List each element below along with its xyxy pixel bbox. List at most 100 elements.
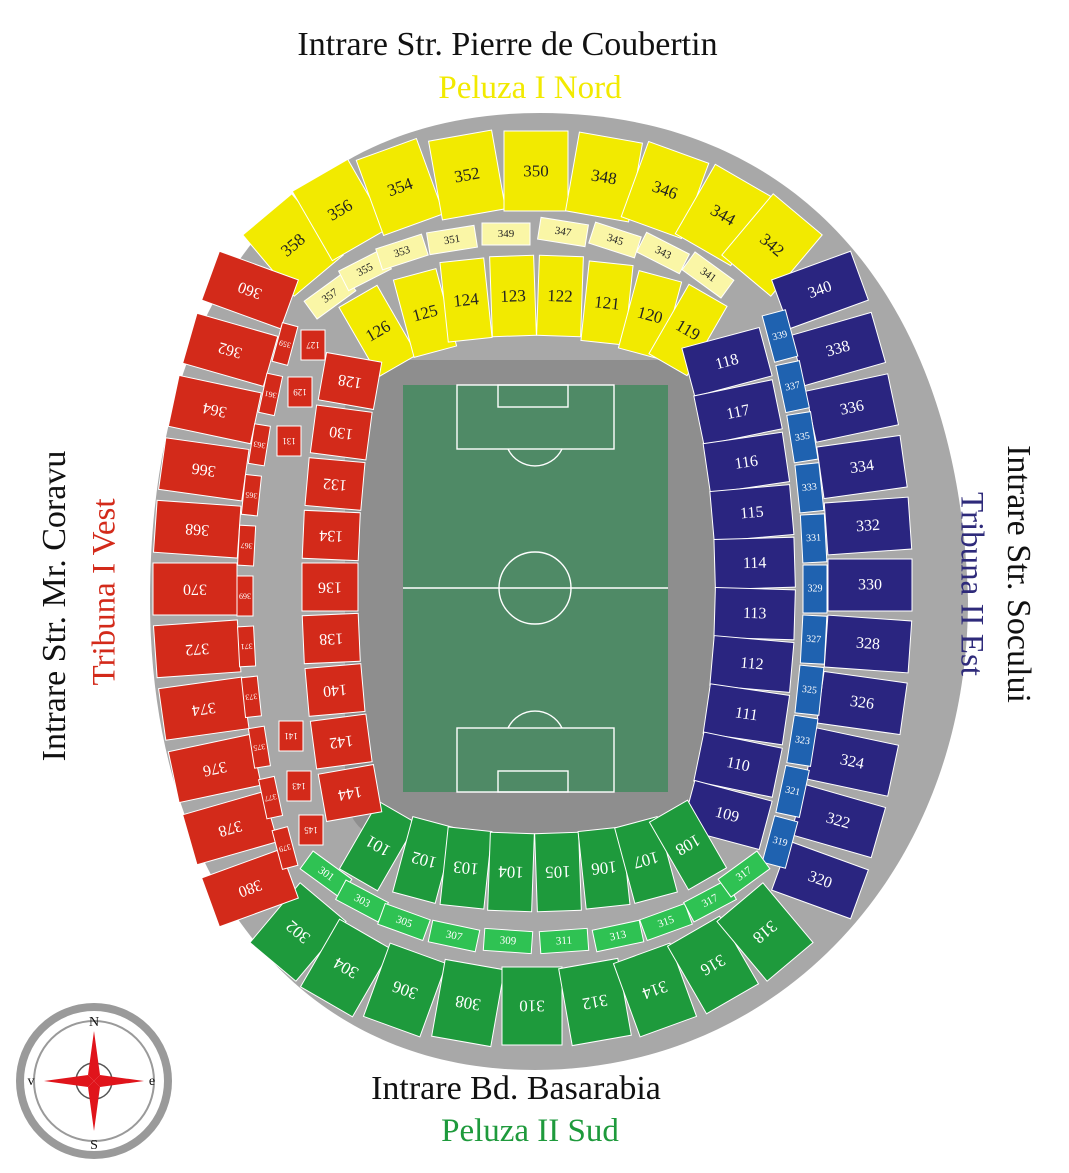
section-341[interactable]: 341 [681, 251, 735, 299]
section-360[interactable]: 360 [200, 250, 300, 330]
section-141[interactable]: 141 [278, 720, 304, 752]
section-143[interactable]: 143 [286, 770, 312, 802]
section-122[interactable]: 122 [536, 254, 584, 338]
section-337[interactable]: 337 [775, 360, 810, 414]
section-371[interactable]: 371 [237, 625, 257, 668]
section-379[interactable]: 379 [271, 825, 299, 871]
section-142[interactable]: 142 [309, 713, 373, 770]
section-112[interactable]: 112 [709, 635, 795, 693]
section-357[interactable]: 357 [303, 272, 357, 320]
section-350[interactable]: 350 [503, 130, 569, 212]
section-373[interactable]: 373 [240, 675, 262, 719]
section-311[interactable]: 311 [538, 927, 590, 955]
section-343[interactable]: 343 [635, 231, 691, 275]
section-369[interactable]: 369 [236, 575, 254, 617]
section-131[interactable]: 131 [276, 425, 302, 457]
section-339[interactable]: 339 [761, 309, 799, 363]
section-315[interactable]: 315 [639, 902, 693, 942]
section-136[interactable]: 136 [301, 562, 359, 612]
section-306[interactable]: 306 [362, 942, 448, 1038]
section-110[interactable]: 110 [693, 731, 783, 798]
section-317[interactable]: 317 [717, 850, 771, 898]
section-310[interactable]: 310 [501, 966, 563, 1046]
section-363[interactable]: 363 [247, 423, 272, 467]
section-326[interactable]: 326 [816, 670, 908, 736]
section-130[interactable]: 130 [309, 404, 373, 461]
section-319[interactable]: 319 [761, 815, 799, 869]
section-354[interactable]: 354 [355, 137, 445, 237]
section-301[interactable]: 301 [299, 850, 353, 898]
section-316[interactable]: 316 [666, 915, 760, 1015]
section-324[interactable]: 324 [804, 727, 900, 797]
section-118[interactable]: 118 [681, 326, 773, 398]
section-124[interactable]: 124 [439, 257, 493, 343]
section-367[interactable]: 367 [237, 524, 257, 567]
section-325[interactable]: 325 [794, 664, 825, 716]
section-345[interactable]: 345 [588, 221, 642, 259]
section-370[interactable]: 370 [152, 562, 238, 616]
section-330[interactable]: 330 [827, 558, 913, 612]
section-115[interactable]: 115 [709, 484, 795, 542]
section-352[interactable]: 352 [427, 129, 507, 221]
section-313[interactable]: 313 [591, 919, 645, 953]
section-323[interactable]: 323 [786, 714, 819, 767]
section-374[interactable]: 374 [158, 676, 250, 741]
section-335[interactable]: 335 [786, 411, 819, 464]
section-116[interactable]: 116 [702, 431, 791, 494]
section-125[interactable]: 125 [392, 268, 458, 358]
section-372[interactable]: 372 [152, 619, 242, 679]
section-308[interactable]: 308 [431, 958, 505, 1048]
section-307[interactable]: 307 [427, 919, 481, 953]
section-353[interactable]: 353 [375, 233, 429, 271]
section-140[interactable]: 140 [304, 663, 366, 717]
section-377[interactable]: 377 [258, 775, 284, 820]
section-380[interactable]: 380 [200, 848, 300, 928]
section-312[interactable]: 312 [558, 957, 632, 1047]
section-378[interactable]: 378 [182, 791, 279, 866]
section-329[interactable]: 329 [802, 564, 828, 614]
section-138[interactable]: 138 [301, 612, 361, 665]
section-347[interactable]: 347 [537, 216, 589, 248]
section-351[interactable]: 351 [426, 224, 478, 256]
section-111[interactable]: 111 [702, 683, 791, 746]
section-331[interactable]: 331 [799, 513, 828, 564]
section-342[interactable]: 342 [721, 193, 823, 297]
section-305[interactable]: 305 [377, 902, 431, 942]
section-134[interactable]: 134 [301, 509, 361, 562]
section-355[interactable]: 355 [337, 248, 393, 292]
section-358[interactable]: 358 [242, 193, 344, 297]
section-145[interactable]: 145 [298, 814, 324, 846]
section-121[interactable]: 121 [580, 260, 634, 346]
section-334[interactable]: 334 [816, 434, 908, 500]
section-123[interactable]: 123 [489, 254, 537, 338]
section-101[interactable]: 101 [338, 800, 418, 892]
section-321[interactable]: 321 [775, 764, 810, 818]
section-144[interactable]: 144 [317, 763, 383, 823]
section-127[interactable]: 127 [300, 329, 326, 361]
section-105[interactable]: 105 [534, 831, 582, 913]
section-333[interactable]: 333 [794, 462, 825, 514]
section-304[interactable]: 304 [299, 918, 393, 1018]
section-104[interactable]: 104 [487, 831, 535, 913]
section-318[interactable]: 318 [716, 882, 814, 982]
section-348[interactable]: 348 [564, 131, 644, 223]
section-117[interactable]: 117 [693, 379, 783, 446]
section-328[interactable]: 328 [823, 614, 913, 674]
section-361[interactable]: 361 [258, 372, 284, 417]
section-336[interactable]: 336 [804, 373, 900, 443]
section-132[interactable]: 132 [304, 457, 366, 511]
section-338[interactable]: 338 [789, 311, 887, 387]
section-128[interactable]: 128 [317, 351, 383, 411]
section-302[interactable]: 302 [249, 882, 347, 982]
section-129[interactable]: 129 [287, 376, 313, 408]
section-356[interactable]: 356 [291, 158, 389, 262]
section-365[interactable]: 365 [240, 473, 262, 517]
section-364[interactable]: 364 [167, 374, 262, 445]
section-368[interactable]: 368 [152, 499, 242, 559]
section-309[interactable]: 309 [482, 927, 534, 955]
section-349[interactable]: 349 [481, 222, 531, 246]
section-366[interactable]: 366 [158, 437, 250, 502]
section-359[interactable]: 359 [271, 321, 299, 367]
section-114[interactable]: 114 [713, 536, 796, 591]
section-126[interactable]: 126 [338, 284, 418, 378]
